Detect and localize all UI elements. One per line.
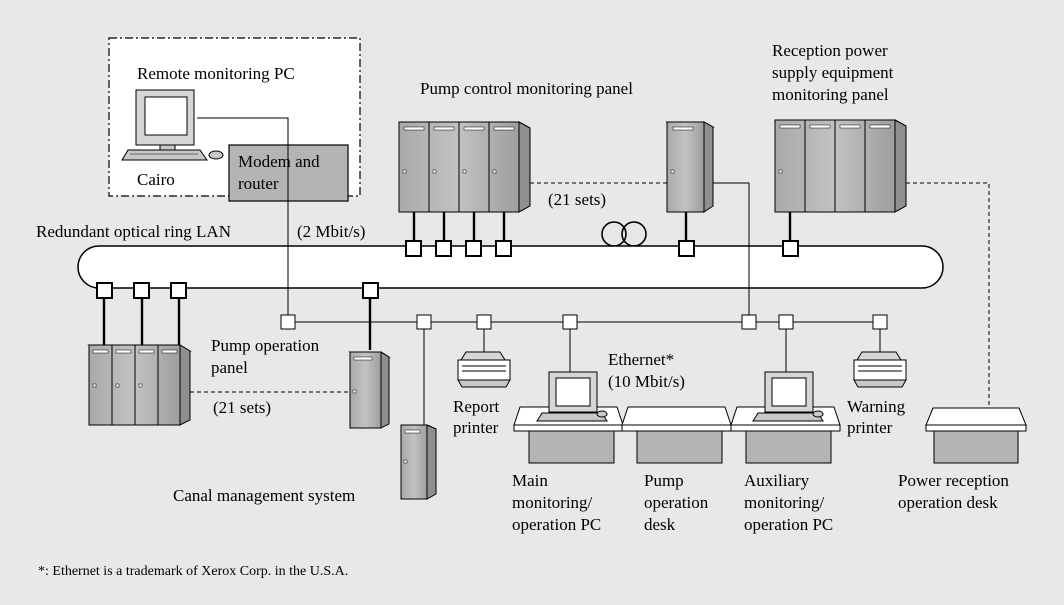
pump-op-panel-label-line2: panel — [211, 358, 248, 377]
report-printer-label-line1: Report — [453, 397, 500, 416]
main-pc-label-line1: Main — [512, 471, 548, 490]
modem-label-line2: router — [238, 174, 279, 193]
reception-panel-label-line3: monitoring panel — [772, 85, 889, 104]
pump-control-panel-label: Pump control monitoring panel — [420, 79, 633, 98]
ring-nodes-lower — [96, 282, 379, 299]
aux-pc-label-line2: monitoring/ — [744, 493, 825, 512]
power-desk-label-line1: Power reception — [898, 471, 1009, 490]
pump-operation-desk-icon — [621, 406, 732, 464]
ethernet-nodes — [280, 314, 888, 330]
remote-pc-label: Remote monitoring PC — [137, 64, 295, 83]
report-printer-icon — [457, 351, 511, 388]
ring-nodes-upper — [405, 240, 799, 257]
panel-ring-connections — [102, 212, 792, 350]
warning-printer-label-line1: Warning — [847, 397, 906, 416]
warning-printer-icon — [853, 351, 907, 388]
pump-op-panel-label-line1: Pump operation — [211, 336, 320, 355]
ethernet-label-line2: (10 Mbit/s) — [608, 372, 685, 391]
canal-management-cabinet-icon — [400, 424, 437, 500]
main-pc-label-line2: monitoring/ — [512, 493, 593, 512]
cairo-label: Cairo — [137, 170, 175, 189]
report-printer-label-line2: printer — [453, 418, 499, 437]
ring-lan-label: Redundant optical ring LAN — [36, 222, 231, 241]
power-reception-desk-icon — [925, 407, 1027, 464]
optical-fiber-coil-icon — [601, 221, 647, 247]
pump-control-panel-icon — [398, 121, 531, 213]
reception-panel-label-line2: supply equipment — [772, 63, 894, 82]
remote-pc-icon — [121, 89, 224, 161]
modem-label-line1: Modem and — [238, 152, 320, 171]
main-pc-label-line3: operation PC — [512, 515, 602, 534]
power-desk-label-line2: operation desk — [898, 493, 998, 512]
ring-lan-rate-label: (2 Mbit/s) — [297, 222, 366, 241]
aux-pc-label-line3: operation PC — [744, 515, 834, 534]
canal-management-label: Canal management system — [173, 486, 356, 505]
serial-links — [190, 182, 990, 408]
auxiliary-monitoring-pc-icon — [730, 371, 841, 464]
reception-power-panel-icon — [774, 119, 907, 213]
pump-desk-label-line2: operation — [644, 493, 709, 512]
pump-operation-panel-icon — [348, 351, 391, 429]
field-station-cabinet-icon — [665, 121, 715, 213]
reception-panel-label-line1: Reception power — [772, 41, 888, 60]
sets-label-lower: (21 sets) — [213, 398, 272, 417]
pump-station-cabinets-icon — [87, 344, 192, 426]
warning-printer-label-line2: printer — [847, 418, 893, 437]
ethernet-label-line1: Ethernet* — [608, 350, 675, 369]
pump-desk-label-line3: desk — [644, 515, 676, 534]
main-monitoring-pc-icon — [513, 371, 624, 464]
trademark-footnote: *: Ethernet is a trademark of Xerox Corp… — [38, 564, 349, 579]
sets-label-upper: (21 sets) — [548, 190, 607, 209]
pump-desk-label-line1: Pump — [644, 471, 684, 490]
aux-pc-label-line1: Auxiliary — [744, 471, 810, 490]
